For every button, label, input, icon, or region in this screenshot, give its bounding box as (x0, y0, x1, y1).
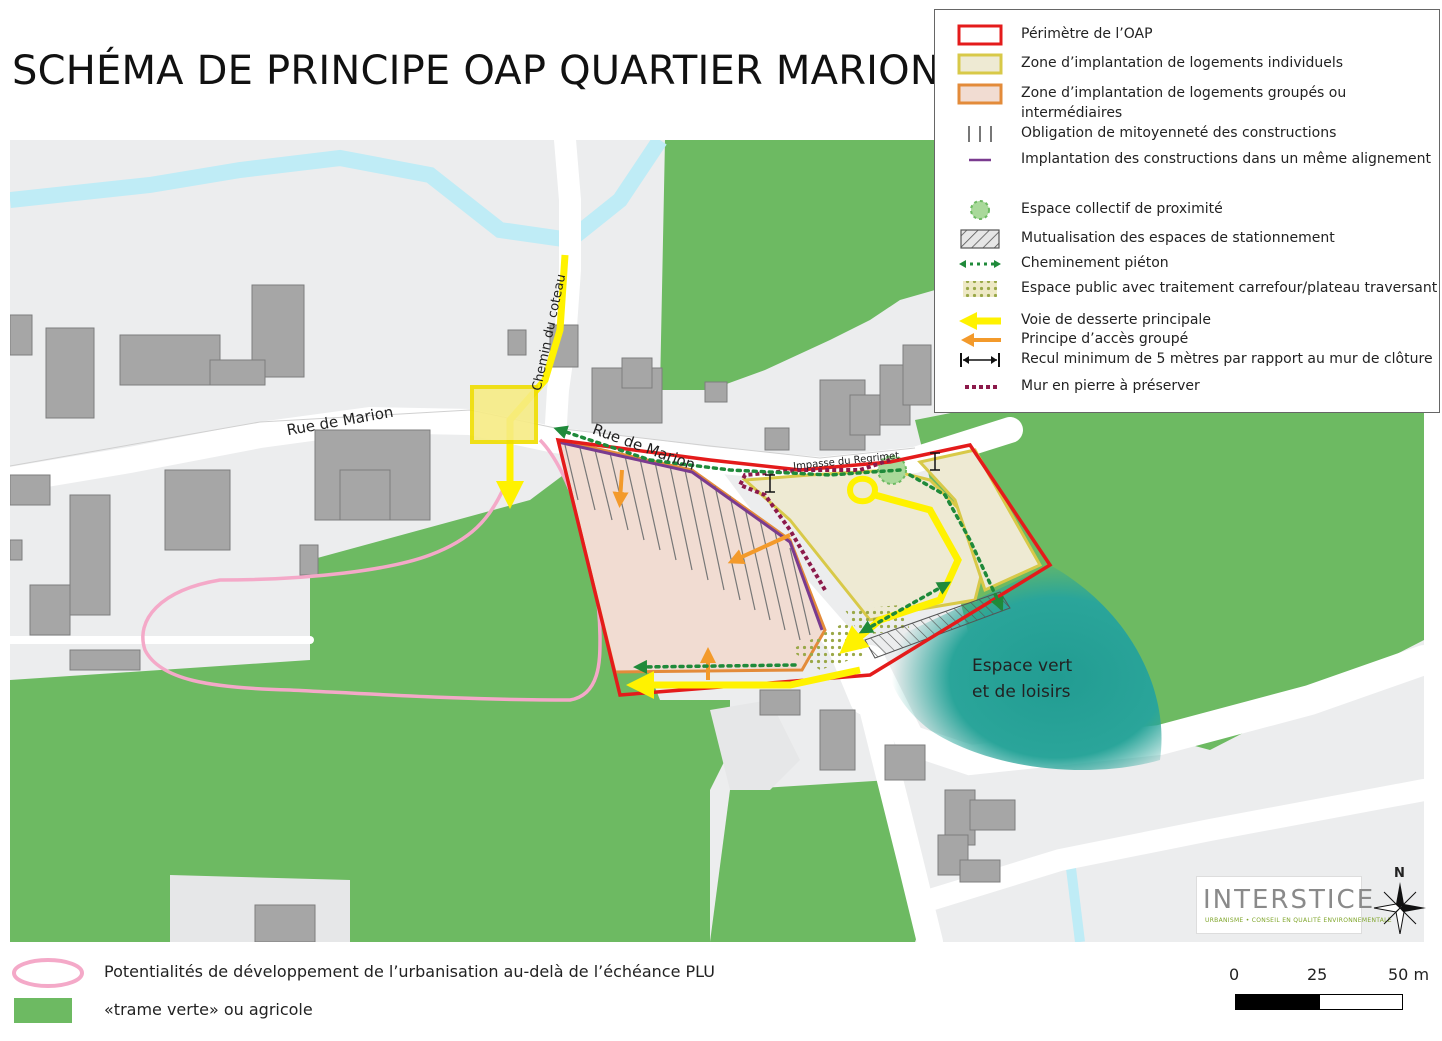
legend-label: Espace public avec traitement carrefour/… (1021, 280, 1438, 296)
legend-label: Mutualisation des espaces de stationneme… (1021, 230, 1335, 246)
pedestrian-path-east (908, 473, 1004, 612)
map-svg (10, 140, 1424, 942)
label-espace-vert-2: et de loisirs (972, 682, 1071, 702)
alignment-line (557, 440, 824, 631)
parking-symbol-icon (960, 229, 1000, 249)
mitoyennete-symbol-icon (968, 126, 992, 142)
potential-label: Potentialités de développement de l’urba… (104, 962, 715, 981)
logo-wordmark: INTERSTICE (1203, 885, 1376, 915)
legend-label: Zone d’implantation de logements individ… (1021, 55, 1344, 71)
river (10, 140, 667, 249)
scale-label-0: 0 (1229, 965, 1240, 984)
legend-label: Mur en pierre à préserver (1021, 378, 1200, 394)
potential-area (141, 438, 602, 702)
setback-markers (765, 452, 940, 493)
north-arrow: N (1372, 866, 1428, 936)
main-road-loop (846, 475, 879, 505)
green-label: «trame verte» ou agricole (104, 1000, 313, 1019)
interstice-logo: INTERSTICE URBANISME • CONSEIL EN QUALIT… (1196, 876, 1392, 934)
access-arrow-2 (727, 533, 791, 564)
stream (1065, 859, 1085, 942)
north-label: N (1394, 866, 1405, 881)
perimeter-symbol-icon (957, 24, 1003, 46)
main-road-arrow-symbol-icon (959, 312, 1001, 330)
page-title: SCHÉMA DE PRINCIPE OAP QUARTIER MARION (12, 48, 940, 94)
scale-label-25: 25 (1307, 965, 1328, 984)
main-road-chemin (496, 254, 569, 509)
alignment-symbol-icon (969, 158, 991, 162)
public-space-symbol-icon (963, 281, 997, 297)
scale-label-50: 50 m (1388, 965, 1430, 984)
legend-label: Principe d’accès groupé (1021, 331, 1189, 347)
pedestrian-path-north (553, 425, 902, 477)
legend-panel: Périmètre de l’OAP Zone d’implantation d… (934, 9, 1440, 413)
stone-wall (737, 458, 891, 592)
access-arrow-1 (612, 469, 629, 508)
buildings (10, 284, 1016, 942)
legend-label: Périmètre de l’OAP (1021, 26, 1153, 42)
main-road-south (626, 666, 861, 699)
label-espace-vert-1: Espace vert (972, 656, 1073, 676)
crossroad-square (470, 385, 538, 444)
stone-wall-symbol-icon (965, 385, 997, 389)
legend-label: Obligation de mitoyenneté des constructi… (1021, 125, 1337, 141)
pedestrian-path-south (633, 659, 797, 674)
green-symbol-icon (14, 998, 72, 1023)
logo-tagline: URBANISME • CONSEIL EN QUALITÉ ENVIRONNE… (1205, 917, 1392, 924)
legend-label: Voie de desserte principale (1021, 312, 1211, 328)
individual-zone-symbol-icon (957, 53, 1003, 75)
grouped-access-arrow-symbol-icon (961, 333, 1001, 347)
grouped-zone-symbol-icon (957, 83, 1003, 105)
collective-space-symbol-icon (970, 200, 990, 220)
pedestrian-path-symbol-icon (959, 260, 1001, 268)
legend-label: Espace collectif de proximité (1021, 201, 1223, 217)
legend-label: Zone d’implantation de logements groupés… (1021, 85, 1347, 121)
legend-label: Implantation des constructions dans un m… (1021, 151, 1431, 167)
scale-segment-light (1319, 994, 1403, 1010)
scale-segment-dark (1235, 994, 1319, 1010)
setback-symbol-icon (960, 353, 1000, 367)
individual-zone-east (917, 448, 1043, 593)
potential-symbol-icon (12, 958, 84, 988)
compass-rose-icon (1373, 882, 1426, 934)
legend-label: Recul minimum de 5 mètres par rapport au… (1021, 351, 1433, 367)
legend-label: Cheminement piéton (1021, 255, 1169, 271)
pedestrian-path-diag (858, 581, 952, 634)
